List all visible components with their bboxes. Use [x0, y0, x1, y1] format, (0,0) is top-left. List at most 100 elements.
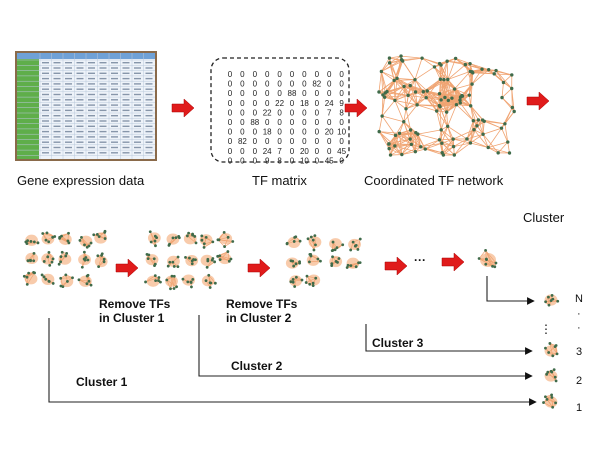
spreadsheet-cell-value	[134, 67, 141, 69]
tf-matrix-cell: 0	[327, 137, 332, 146]
network-edge	[438, 105, 449, 127]
network-node	[512, 109, 516, 114]
cluster-node	[171, 236, 175, 240]
network-edge	[473, 129, 489, 148]
cluster-node	[85, 282, 89, 286]
tf-matrix-cell: 18	[263, 128, 272, 137]
cluster-node	[102, 260, 106, 264]
spreadsheet-cell-value	[99, 125, 107, 127]
spreadsheet-cell-value	[53, 146, 61, 149]
network-edge	[439, 93, 462, 96]
rank-2: 2	[576, 375, 583, 387]
cluster-node	[59, 260, 63, 264]
tf-matrix-cell: 0	[265, 118, 270, 127]
cluster-edge	[485, 250, 497, 264]
tf-matrix-cell: 0	[277, 108, 282, 117]
cluster-node	[307, 260, 311, 264]
tf-matrix-cell: 45	[325, 156, 334, 165]
cluster-node	[354, 265, 358, 269]
network-edge	[414, 79, 416, 92]
spreadsheet-cell-value	[134, 104, 141, 106]
cluster-node	[36, 241, 40, 245]
tf-matrix-cell: 0	[290, 99, 295, 108]
network-edge	[439, 63, 441, 80]
network-node	[468, 141, 473, 145]
network-edge	[416, 91, 424, 106]
spreadsheet-cell-value	[145, 115, 153, 117]
network-node	[468, 104, 473, 108]
spreadsheet-cell-value	[145, 130, 153, 133]
cluster-node	[208, 281, 212, 285]
network-node	[465, 137, 469, 141]
cluster-node	[346, 263, 350, 267]
tf-matrix-cell: 0	[290, 70, 295, 79]
cluster-edge	[546, 399, 553, 408]
spreadsheet-cell-value	[76, 146, 84, 149]
spreadsheet-cell-value	[53, 104, 61, 106]
tf-matrix-cell: 0	[240, 147, 245, 156]
gene-expression-spreadsheet	[15, 51, 157, 161]
network-edge	[436, 104, 457, 112]
spreadsheet-cell-value	[122, 104, 130, 106]
network-edge	[488, 141, 508, 148]
network-edge	[425, 97, 440, 106]
tf-matrix-cell: 0	[339, 118, 344, 127]
network-edge	[382, 115, 404, 123]
cluster-node	[170, 274, 174, 278]
cluster-edge	[307, 238, 316, 246]
network-edge	[381, 71, 395, 81]
tf-matrix-cell: 88	[250, 118, 259, 127]
network-edge	[468, 95, 472, 106]
network-node	[437, 103, 442, 108]
tf-matrix-cell: 0	[302, 137, 307, 146]
network-edge	[436, 100, 449, 112]
network-node	[399, 58, 404, 62]
network-edge	[487, 127, 502, 148]
network-edge	[394, 138, 411, 147]
network-edge	[436, 110, 442, 130]
spreadsheet-cell-value	[99, 120, 107, 122]
cluster-node	[313, 234, 317, 238]
cluster-edge	[79, 240, 90, 247]
tf-matrix-cell: 0	[228, 80, 233, 89]
spreadsheet-cell-value	[65, 125, 72, 127]
cluster-node	[86, 273, 90, 277]
network-edge	[401, 151, 416, 155]
network-node	[471, 71, 475, 75]
residual-cluster-3	[329, 238, 345, 253]
spreadsheet-cell-value	[76, 141, 84, 143]
rank-1: 1	[576, 402, 583, 414]
tf-matrix-cell: 82	[312, 80, 321, 89]
network-node	[393, 133, 398, 138]
network-edge	[421, 57, 440, 64]
cluster-edge	[185, 257, 193, 264]
spreadsheet-cell-value	[145, 93, 153, 96]
network-edge	[504, 123, 509, 143]
network-edge	[393, 80, 405, 87]
spreadsheet-cell-value	[99, 115, 107, 117]
spreadsheet-cell-value	[134, 125, 141, 127]
network-edge	[403, 86, 407, 109]
cluster-node	[192, 258, 195, 261]
cluster-node	[223, 245, 226, 248]
network-edge	[455, 58, 471, 65]
network-edge	[403, 108, 407, 122]
cluster-node	[32, 259, 36, 263]
network-edge	[495, 70, 504, 83]
spreadsheet-cell-value	[53, 125, 61, 127]
network-node	[387, 61, 392, 65]
cluster-node	[44, 277, 48, 281]
spreadsheet-cell-value	[65, 109, 72, 112]
spreadsheet-cell-value	[122, 88, 130, 90]
network-edge	[470, 105, 478, 126]
spreadsheet-cell-value	[99, 77, 107, 80]
network-node	[408, 128, 413, 132]
spreadsheet-cell-value	[88, 99, 95, 101]
spreadsheet-cell-value	[111, 136, 118, 138]
spreadsheet-cell-value	[53, 130, 61, 133]
tf-matrix-cell: 0	[339, 89, 344, 98]
tf-matrix-cell: 0	[265, 137, 270, 146]
spreadsheet-cell-value	[122, 152, 130, 154]
remove-step-2-label: Remove TFs in Cluster 2	[226, 297, 297, 325]
spreadsheet-cell-value	[88, 88, 95, 90]
